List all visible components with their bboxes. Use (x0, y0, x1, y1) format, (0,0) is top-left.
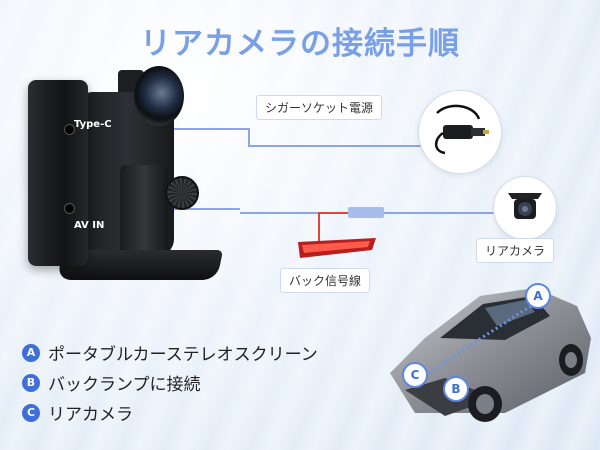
avin-port (64, 203, 75, 214)
legend-badge: A (22, 343, 40, 362)
car-image (385, 278, 597, 442)
cigarette-label: シガーソケット電源 (256, 95, 383, 120)
wire-connector (348, 207, 384, 218)
legend-text: ポータブルカーステレオスクリーン (48, 345, 318, 365)
legend-text: リアカメラ (48, 405, 133, 425)
legend-item-c: C リアカメラ (22, 400, 133, 425)
charger-icon (434, 104, 489, 155)
monitor-screen (28, 80, 88, 266)
avin-label: AV IN (74, 220, 105, 231)
car-marker-c: C (402, 362, 428, 388)
legend-badge: C (22, 403, 40, 422)
rear-camera-label: リアカメラ (476, 238, 555, 263)
sedan-illustration (390, 288, 591, 422)
car-marker-a: A (525, 283, 551, 309)
typec-wire-right (248, 145, 438, 147)
legend-item-a: A ポータブルカーステレオスクリーン (22, 340, 318, 365)
legend-item-b: B バックランプに接続 (22, 370, 201, 395)
typec-port (64, 124, 75, 135)
typec-wire-drop (248, 128, 250, 146)
legend-text: バックランプに接続 (48, 375, 201, 395)
page-title: リアカメラの接続手順 (140, 26, 460, 62)
car-marker-b: B (443, 376, 469, 402)
reverse-wire-label: バック信号線 (280, 268, 371, 293)
tail-light-image (296, 236, 378, 268)
reverse-wire (318, 213, 320, 241)
cigarette-charger-image (418, 90, 502, 174)
typec-label: Type-C (74, 119, 112, 130)
tail-light-icon (298, 238, 376, 258)
rear-camera-image (493, 176, 557, 240)
rear-camera-icon (508, 193, 542, 219)
reverse-wire-top (318, 212, 348, 214)
front-camera-lens (134, 66, 184, 126)
mount-knob (165, 176, 199, 210)
legend-badge: B (22, 373, 40, 392)
